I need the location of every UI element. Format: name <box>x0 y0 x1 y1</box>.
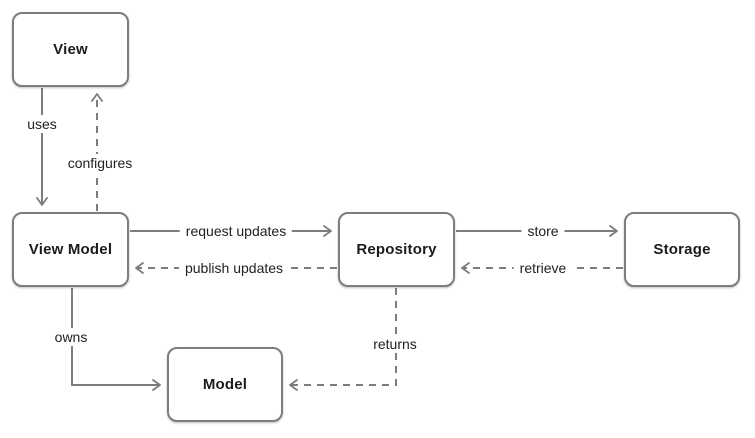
node-view-model-label: View Model <box>28 241 113 258</box>
edge-label-owns: owns <box>48 328 94 346</box>
edge-label-returns: returns <box>367 335 423 353</box>
edge-label-uses: uses <box>21 115 63 133</box>
node-view-label: View <box>53 41 88 58</box>
node-model: Model <box>167 347 283 422</box>
edge-returns <box>289 288 397 391</box>
node-view-model: View Model <box>12 212 129 287</box>
edge-label-publish-updates: publish updates <box>178 259 290 277</box>
edge-owns <box>71 288 161 391</box>
edge-label-store: store <box>521 222 565 240</box>
node-repository: Repository <box>338 212 455 287</box>
node-storage-label: Storage <box>653 241 711 258</box>
node-repository-label: Repository <box>356 241 437 258</box>
edge-label-request-updates: request updates <box>179 222 293 240</box>
edge-label-retrieve: retrieve <box>513 259 573 277</box>
node-storage: Storage <box>624 212 740 287</box>
node-view: View <box>12 12 129 87</box>
edge-label-configures: configures <box>61 154 139 172</box>
node-model-label: Model <box>202 376 248 393</box>
